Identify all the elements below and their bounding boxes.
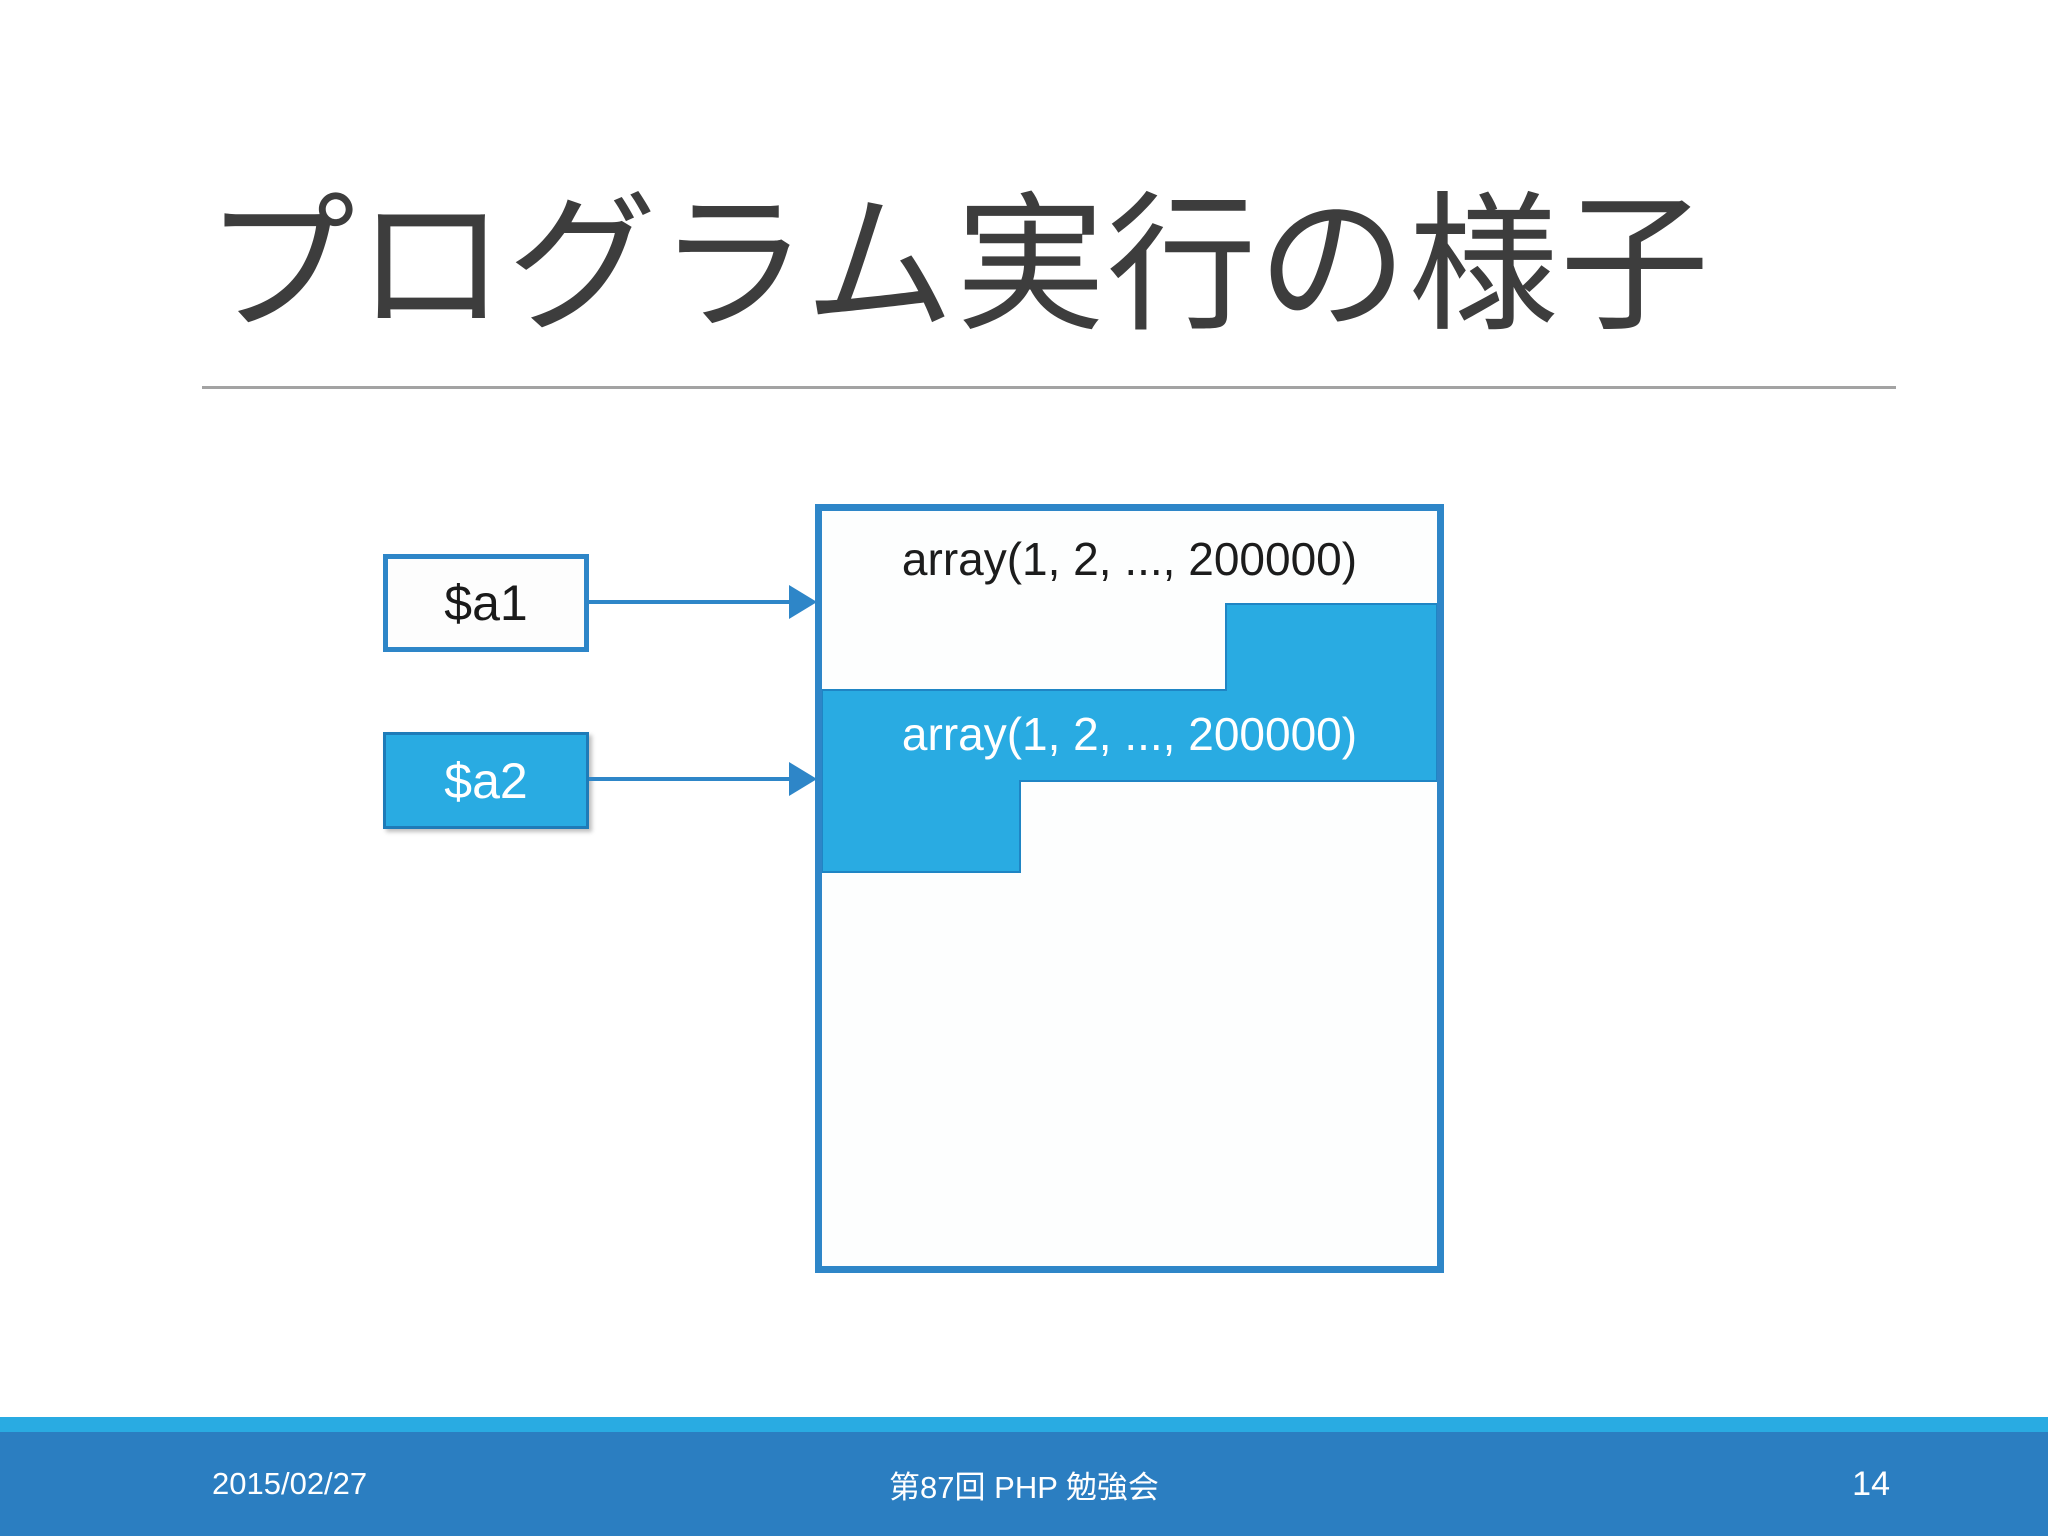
variable-a1-label: $a1 (444, 575, 528, 631)
allocation-2-polygon (822, 603, 1437, 873)
variable-box-a1: $a1 (383, 554, 589, 652)
title-divider (202, 386, 1896, 389)
slide-title: プログラム実行の様子 (205, 181, 1711, 349)
arrow-a2-line (589, 777, 791, 781)
footer-date: 2015/02/27 (212, 1466, 368, 1501)
footer-page-number: 14 (1852, 1464, 1890, 1503)
arrow-a1-head-icon (789, 585, 817, 619)
allocation-1-label: array(1, 2, ..., 200000) (901, 533, 1358, 585)
variable-box-a2: $a2 (383, 732, 589, 829)
footer-accent-strip (0, 1417, 2048, 1432)
allocation-2-shape (822, 603, 1437, 873)
allocation-2-label: array(1, 2, ..., 200000) (901, 708, 1358, 760)
arrow-a1-line (589, 600, 791, 604)
footer-bar: 2015/02/27 第87回 PHP 勉強会 14 (0, 1432, 2048, 1536)
footer-event-title: 第87回 PHP 勉強会 (889, 1469, 1159, 1505)
arrow-a2-head-icon (789, 762, 817, 796)
variable-a2-label: $a2 (444, 752, 528, 809)
